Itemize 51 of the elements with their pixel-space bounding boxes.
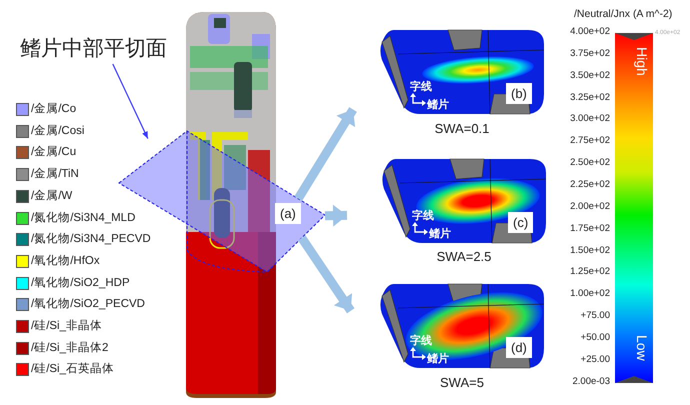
axis-label: 字线 [412,208,434,223]
legend-label: /氧化物/SiO2_PECVD [31,296,145,312]
scale-tick-label: 2.50e+02 [569,157,610,168]
axis-label: 字线 [410,80,432,94]
legend-label: /氧化物/SiO2_HDP [31,276,130,290]
legend-label: /氮化物/Si3N4_MLD [31,210,136,224]
legend-label: /硅/Si_石英晶体 [31,362,114,376]
scale-tick-label: 2.75e+02 [569,135,610,146]
scale-tick-label: 2.00e-03 [571,376,610,387]
scale-tick-label: 3.25e+02 [569,92,610,103]
block-arrow [294,107,357,201]
legend-label: /金属/W [31,188,72,203]
axis-label: 鳍片 [427,352,449,366]
scale-end-label: High [634,47,650,76]
panel-tag: (c) [508,212,534,233]
scale-tick-label: 1.75e+02 [569,222,610,234]
scale-tick-label: 1.25e+02 [569,266,610,278]
parameter-caption: SWA=0.1 [434,121,490,136]
panel-tag: (d) [506,337,532,358]
legend-label: /硅/Si_非晶体 [31,318,102,333]
scale-tick-label: 3.50e+02 [569,70,610,81]
scale-end-label: Low [634,335,650,361]
scale-tick-label: 1.50e+02 [569,244,610,256]
leader-arrow [112,64,148,139]
axis-label: 鳍片 [427,98,449,112]
scale-tick-label: 2.25e+02 [569,178,610,190]
scale-tick-label: 3.75e+02 [569,48,610,59]
axis-label: 鳍片 [429,226,451,241]
legend-label: /金属/Cosi [31,124,84,138]
block-arrow [324,204,348,227]
parameter-caption: SWA=2.5 [436,249,492,264]
legend-label: /氮化物/Si3N4_PECVD [31,232,151,246]
scale-title: /Neutral/Jnx (A m^-2) [574,8,672,20]
scale-tick-label: 3.00e+02 [569,113,610,124]
panel-tag: (a) [275,203,301,224]
scale-tick-label: +25.00 [580,354,610,365]
section-title: 鳍片中部平切面 [20,34,180,64]
scale-tick-label: +50.00 [580,332,610,343]
scale-tick-label: 4.00e+02 [569,26,610,37]
legend-label: /氧化物/HfOx [31,254,100,268]
legend-label: /金属/Co [31,102,76,116]
parameter-caption: SWA=5 [439,375,485,390]
scale-tick-label: +75.00 [580,310,610,322]
axis-label: 字线 [410,334,432,348]
panel-tag: (b) [506,83,532,104]
legend-label: /金属/Cu [31,144,76,160]
legend-label: /金属/TiN [31,166,79,182]
legend-label: /硅/Si_非晶体2 [31,340,108,355]
scale-tick-label: 1.00e+02 [569,288,610,300]
block-arrow [298,235,354,314]
scale-tick-label: 2.00e+02 [569,200,610,212]
